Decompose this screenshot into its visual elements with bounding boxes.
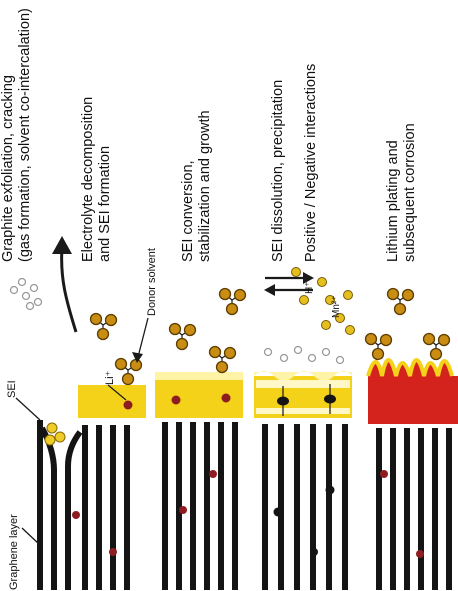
dissolved-species [265, 347, 344, 364]
graphene-layer [110, 425, 116, 590]
stage-5-title: Lithium plating and subsequent corrosion [385, 123, 419, 262]
graphene-layer [278, 424, 284, 590]
li-ion [124, 401, 133, 410]
graphene-layer-exfoliated [42, 428, 54, 590]
sei-layer-outer [155, 372, 243, 380]
graphene-layer [176, 422, 182, 590]
stage-1-graphite-exfoliation [16, 398, 130, 590]
gas-arrow-head [52, 236, 72, 254]
sei-over-dendrites [368, 360, 452, 376]
graphene-layer [190, 422, 196, 590]
stage-1-title: Graphite exfoliation, cracking (gas form… [0, 8, 34, 262]
solvent-molecule-icon [366, 334, 392, 360]
sei-inner-band [256, 380, 350, 388]
sei-label: SEI [6, 380, 19, 398]
stage-2-sei-formation [11, 236, 147, 418]
donor-solvent-label: Donor solvent [146, 248, 159, 316]
solvent-molecule-icon [424, 334, 450, 360]
graphene-layer [204, 422, 210, 590]
stage-3-sei-growth [155, 372, 243, 590]
sei-inner-band [256, 408, 350, 414]
graphene-layer-exfoliated-2 [68, 432, 80, 590]
li-ion [179, 506, 187, 514]
sei-layer [78, 385, 146, 418]
graphene-layer [294, 424, 300, 590]
solvent-molecule-icon [170, 324, 196, 350]
solvent-molecule-icon [220, 289, 246, 315]
graphene-layer [418, 428, 424, 590]
graphene-layer [124, 425, 130, 590]
li-ion [310, 548, 318, 556]
li-ion [109, 548, 117, 556]
h-plus-label: H⁺ [303, 282, 316, 295]
graphene-layer [326, 424, 332, 590]
co-intercalated-solvent [45, 435, 55, 445]
stage-3-title: SEI conversion, stabilization and growth [180, 110, 214, 262]
graphene-layer [232, 422, 238, 590]
donor-solvent-pointer [138, 318, 148, 357]
graphene-layer [342, 424, 348, 590]
graphene-layer [376, 428, 382, 590]
graphene-layer [432, 428, 438, 590]
solvent-molecule-icon [388, 289, 414, 315]
gas-release-arrow [62, 248, 76, 332]
li-ion [172, 396, 181, 405]
graphene-layer [262, 424, 268, 590]
graphene-layer-label: Graphene layer [8, 514, 21, 590]
mn-ion-label: Mn²⁺ [330, 296, 343, 319]
stage-5-lithium-plating [368, 360, 458, 590]
graphene-layer [404, 428, 410, 590]
li-ion [380, 470, 388, 478]
graphene-layer [390, 428, 396, 590]
li-ion [209, 470, 217, 478]
graphene-layer [310, 424, 316, 590]
graphene-layer [218, 422, 224, 590]
li-ion [72, 511, 80, 519]
solvent-molecule-icon [210, 347, 236, 373]
graphene-layer [96, 425, 102, 590]
gas-bubbles [11, 279, 42, 310]
li-ion [326, 486, 335, 495]
li-ion [416, 550, 424, 558]
arrow-to-sei [16, 398, 40, 420]
co-intercalated-solvent [55, 432, 65, 442]
li-ion [274, 508, 283, 517]
li-ion [222, 394, 231, 403]
co-intercalated-solvent [47, 423, 57, 433]
li-ion-label: Li⁺ [104, 371, 117, 385]
stage-4-title: SEI dissolution, precipitation Positive … [270, 64, 320, 262]
graphene-layer [162, 422, 168, 590]
solvent-molecule-icon [116, 359, 142, 385]
stage-2-title: Electrolyte decomposition and SEI format… [80, 97, 114, 262]
graphene-layer [446, 428, 452, 590]
graphene-layer [82, 425, 88, 590]
solvent-molecule-icon [91, 314, 117, 340]
